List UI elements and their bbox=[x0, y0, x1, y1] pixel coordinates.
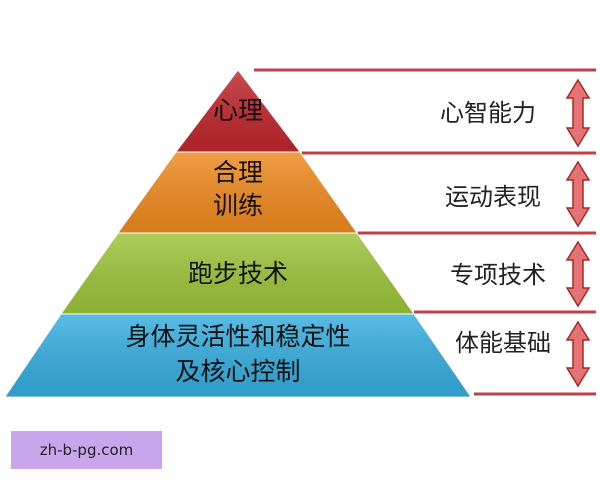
tier-label-line: 心理 bbox=[213, 96, 263, 125]
double-arrow-icon bbox=[565, 78, 591, 148]
tier-label-line: 身体灵活性和稳定性 bbox=[125, 322, 350, 351]
tier-shade bbox=[5, 314, 471, 397]
side-label-physical-foundation: 体能基础 bbox=[455, 329, 551, 357]
tier-shade bbox=[61, 233, 414, 314]
tier-label-line: 合理 bbox=[213, 158, 263, 187]
tier-label-line: 训练 bbox=[213, 191, 263, 220]
arrow-shape bbox=[565, 78, 591, 148]
arrow-shape bbox=[565, 240, 591, 308]
tier-label-line: 跑步技术 bbox=[188, 259, 288, 288]
tier-label-line: 及核心控制 bbox=[175, 357, 300, 386]
tier-shade bbox=[118, 152, 357, 233]
double-arrow-icon bbox=[565, 160, 591, 228]
pyramid-tier-training: 合理 训练 bbox=[117, 151, 358, 234]
arrow-shape bbox=[565, 160, 591, 228]
side-label-athletic-performance: 运动表现 bbox=[445, 183, 541, 211]
pyramid-tier-mobility-stability: 身体灵活性和稳定性 及核心控制 bbox=[4, 313, 472, 398]
double-arrow-icon bbox=[565, 320, 591, 388]
pyramid-tier-psychology: 心理 bbox=[174, 69, 302, 153]
watermark-label: zh-b-pg.com bbox=[11, 431, 162, 469]
double-arrow-icon bbox=[565, 240, 591, 308]
pyramid-tier-running-technique: 跑步技术 bbox=[60, 232, 415, 315]
tier-shade bbox=[176, 70, 300, 152]
side-label-specialized-technique: 专项技术 bbox=[450, 261, 546, 289]
arrow-shape bbox=[565, 320, 591, 388]
side-label-mental-ability: 心智能力 bbox=[440, 99, 536, 127]
